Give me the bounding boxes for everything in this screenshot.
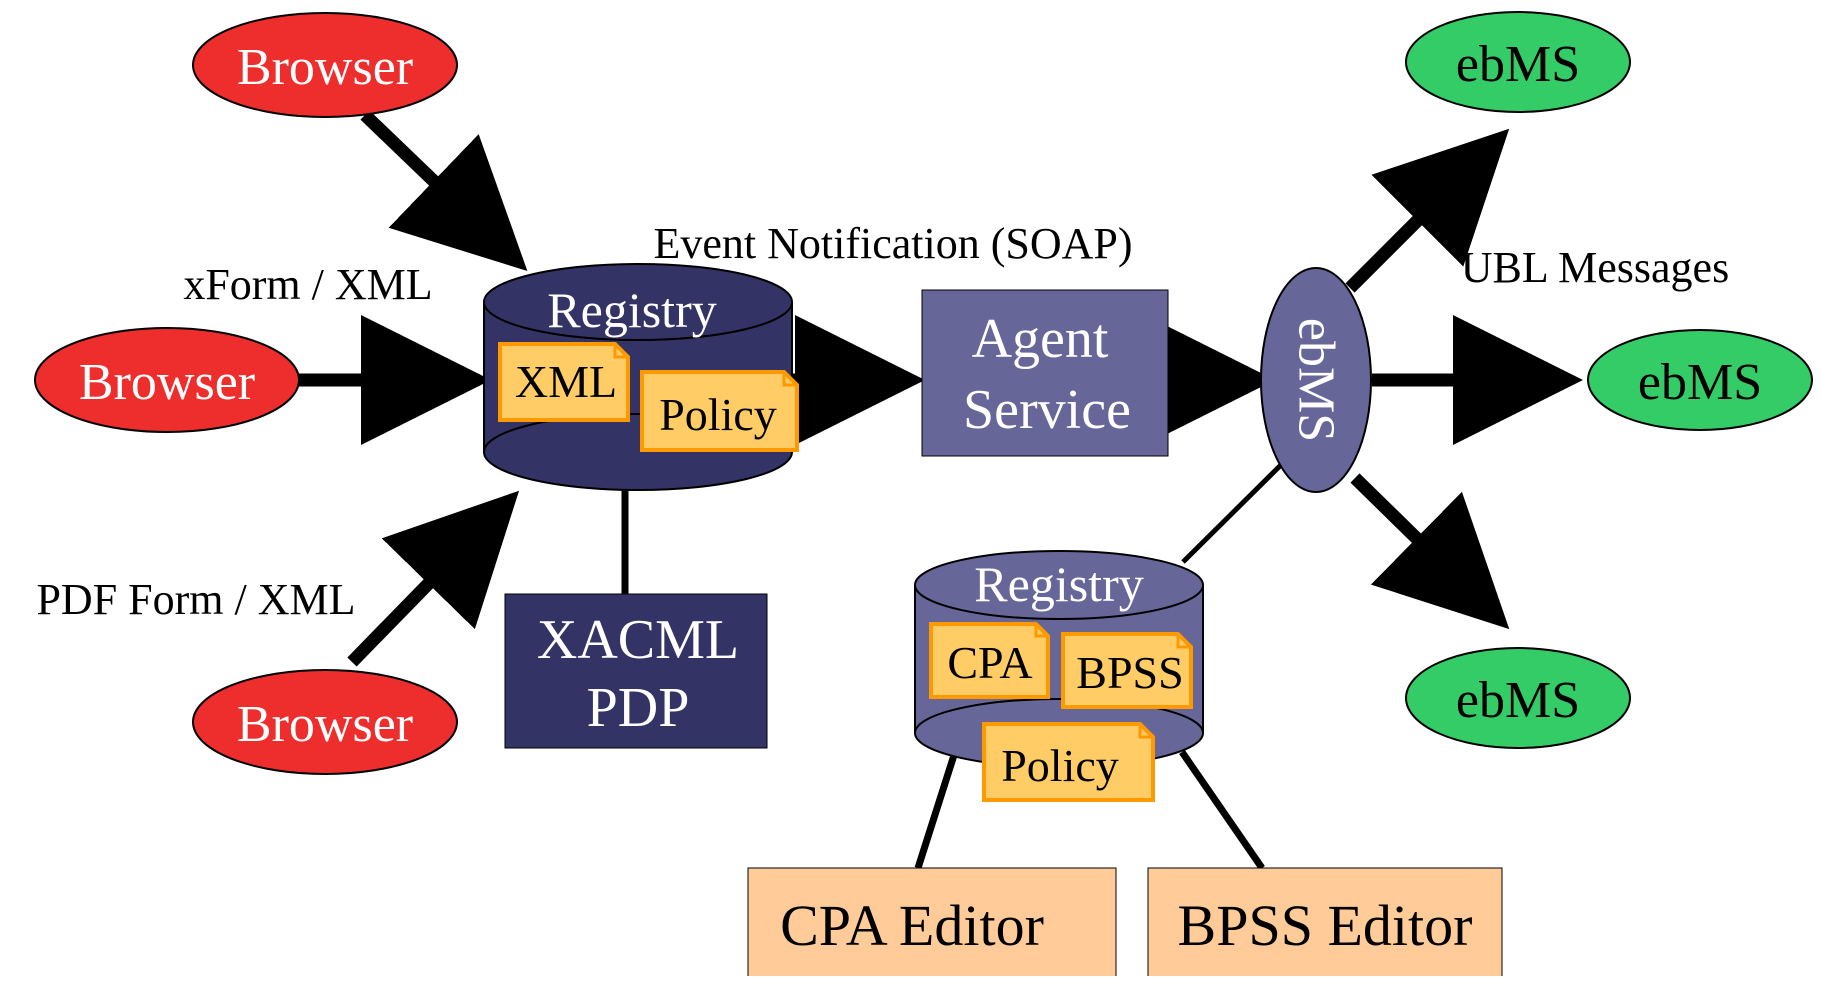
ebms-endpoint-middle-label: ebMS xyxy=(1638,354,1762,411)
doc-cpa[interactable]: CPA xyxy=(929,622,1050,699)
ebms-endpoint-bottom[interactable]: ebMS xyxy=(1405,647,1631,749)
doc-policy-second-label: Policy xyxy=(1001,740,1119,791)
line-registry2-to-cpa-editor xyxy=(914,750,959,870)
cpa-editor-label: CPA Editor xyxy=(780,893,1044,958)
xacml-pdp-box[interactable]: XACML PDP xyxy=(504,593,768,749)
xacml-pdp-line1: XACML xyxy=(537,609,739,671)
arrow-hub-to-ebms-bottom xyxy=(1350,473,1510,630)
ebms-endpoint-bottom-label: ebMS xyxy=(1456,672,1580,729)
browser-top[interactable]: Browser xyxy=(192,12,458,118)
ebms-endpoint-top[interactable]: ebMS xyxy=(1405,11,1631,113)
doc-cpa-label: CPA xyxy=(947,637,1032,688)
arrow-registry2-to-ebms-hub xyxy=(1181,454,1292,564)
bpss-editor-label: BPSS Editor xyxy=(1178,893,1473,958)
agent-service-box[interactable]: Agent Service xyxy=(921,289,1169,457)
doc-policy-main-label: Policy xyxy=(659,389,777,440)
arrow-browser-top-to-registry xyxy=(360,110,528,272)
event-notification-label: Event Notification (SOAP) xyxy=(653,219,1132,268)
agent-service-line1: Agent xyxy=(972,308,1109,370)
browser-bottom[interactable]: Browser xyxy=(192,669,458,775)
cpa-editor-box[interactable]: CPA Editor xyxy=(747,867,1117,981)
doc-xml-label: XML xyxy=(515,356,617,407)
browser-top-label: Browser xyxy=(237,39,413,96)
line-registry2-to-bpss-editor xyxy=(1179,750,1265,870)
doc-policy-main[interactable]: Policy xyxy=(640,370,799,452)
registry-main-title: Registry xyxy=(547,282,716,338)
registry-second-title: Registry xyxy=(974,556,1143,612)
ebms-endpoint-top-label: ebMS xyxy=(1456,36,1580,93)
doc-bpss-label: BPSS xyxy=(1076,647,1183,698)
browser-middle-label: Browser xyxy=(79,354,255,411)
connectors xyxy=(298,110,1583,870)
ebms-hub-label: ebMS xyxy=(1288,318,1345,442)
doc-xml[interactable]: XML xyxy=(498,342,630,422)
xacml-pdp-line2: PDP xyxy=(587,677,690,739)
ubl-messages-label: UBL Messages xyxy=(1461,243,1729,292)
agent-service-line2: Service xyxy=(963,379,1131,441)
arrow-hub-to-ebms-top xyxy=(1345,128,1510,293)
ebms-hub[interactable]: ebMS xyxy=(1260,267,1372,493)
doc-bpss[interactable]: BPSS xyxy=(1061,632,1193,709)
doc-policy-second[interactable]: Policy xyxy=(982,722,1155,802)
browser-middle[interactable]: Browser xyxy=(34,327,300,433)
arrow-browser-bottom-to-registry xyxy=(347,490,520,667)
ebms-endpoint-middle[interactable]: ebMS xyxy=(1587,329,1813,431)
bpss-editor-box[interactable]: BPSS Editor xyxy=(1147,867,1503,981)
xform-xml-label: xForm / XML xyxy=(183,260,432,309)
browser-bottom-label: Browser xyxy=(237,696,413,753)
pdf-form-xml-label: PDF Form / XML xyxy=(36,575,355,624)
